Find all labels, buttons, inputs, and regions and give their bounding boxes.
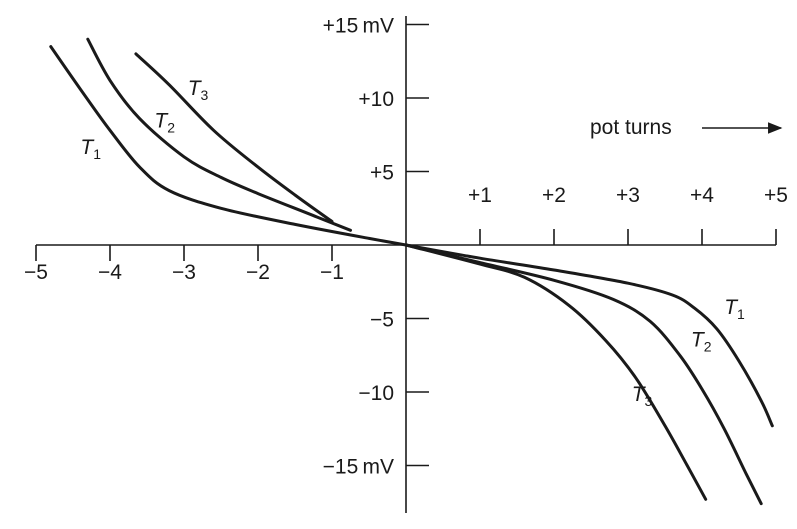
y-tick-label: +10 bbox=[358, 88, 394, 111]
y-tick-label: −10 bbox=[358, 382, 394, 405]
series-t3-right-line bbox=[404, 243, 708, 501]
y-axis-ticks: +15 mV +10 +5 −5 −10 −15 mV bbox=[323, 15, 429, 479]
series-label-t1: T1 bbox=[724, 296, 745, 322]
series-label-t2: T2 bbox=[154, 109, 175, 135]
series-t2-left-line bbox=[86, 37, 352, 232]
pot-turns-label: pot turns bbox=[590, 116, 672, 139]
x-tick-label: +4 bbox=[690, 184, 714, 207]
series-t2-right-line bbox=[404, 243, 763, 506]
x-axis-ticks: −5 −4 −3 −2 −1 +1 +2 +3 +4 +5 bbox=[24, 184, 788, 284]
y-tick-label: −5 bbox=[370, 309, 394, 332]
x-tick-label: −3 bbox=[172, 261, 196, 284]
series-label-t2: T2 bbox=[691, 328, 712, 354]
series-t1-right-line bbox=[404, 243, 774, 428]
series-curves bbox=[49, 37, 774, 506]
series-label-t1: T1 bbox=[80, 136, 101, 162]
x-tick-label: −1 bbox=[320, 261, 344, 284]
y-tick-label: −15 mV bbox=[323, 456, 394, 479]
pot-turns-annotation: pot turns bbox=[590, 116, 783, 139]
x-tick-label: +2 bbox=[542, 184, 566, 207]
x-tick-label: +5 bbox=[764, 184, 788, 207]
x-tick-label: −4 bbox=[98, 261, 122, 284]
series-label-t3: T3 bbox=[632, 383, 653, 409]
x-tick-label: +1 bbox=[468, 184, 492, 207]
x-tick-label: −2 bbox=[246, 261, 270, 284]
series-label-t3: T3 bbox=[188, 77, 209, 103]
y-tick-label: +5 bbox=[370, 162, 394, 185]
series-t1-left-line bbox=[49, 45, 408, 247]
series-t3-left-line bbox=[134, 52, 334, 223]
x-tick-label: +3 bbox=[616, 184, 640, 207]
x-tick-label: −5 bbox=[24, 261, 48, 284]
y-tick-label: +15 mV bbox=[323, 15, 394, 38]
